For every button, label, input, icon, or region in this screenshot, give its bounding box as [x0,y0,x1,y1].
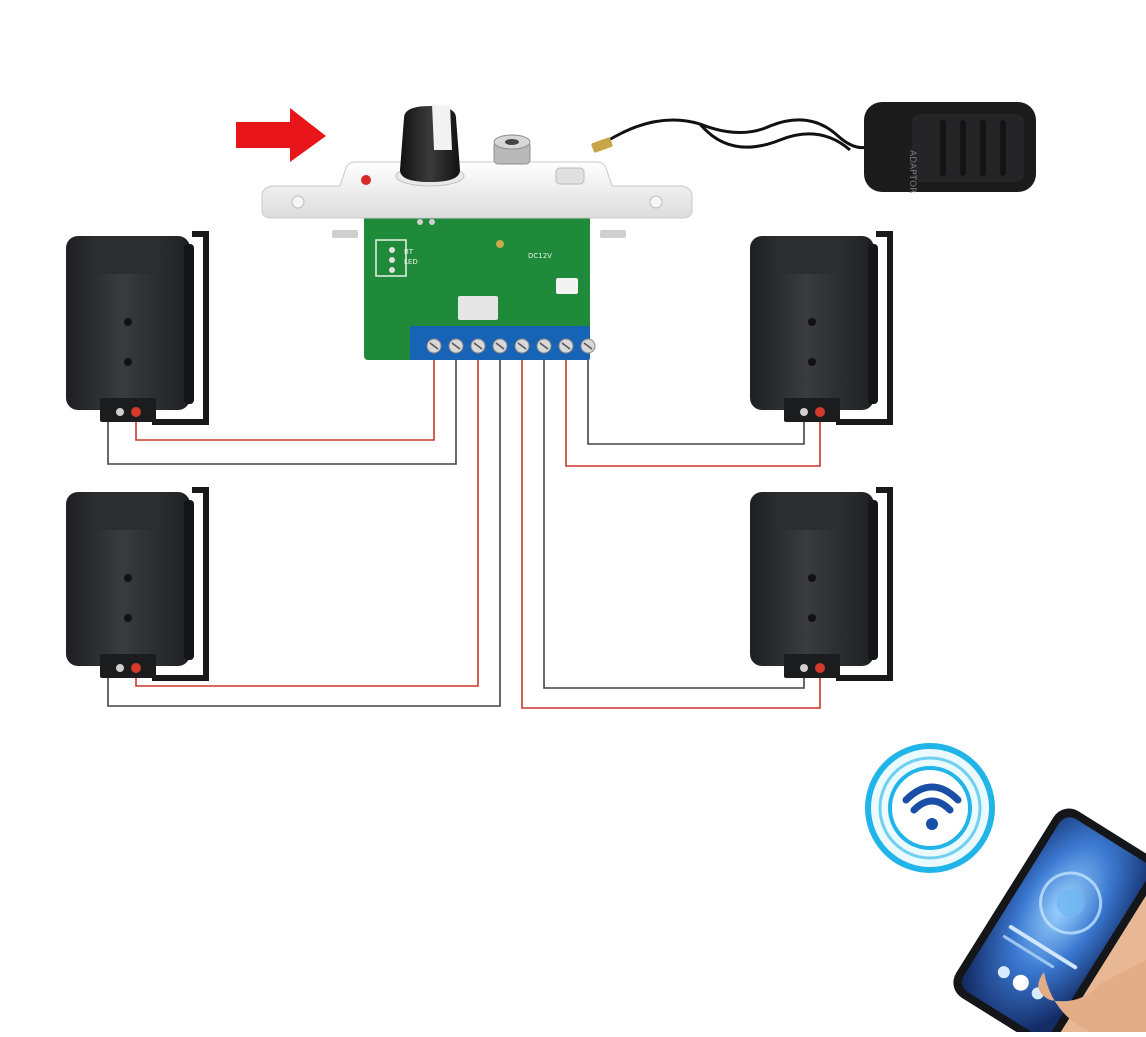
board-label-led: LED [404,258,418,266]
audio-input-jack [493,134,531,165]
power-adapter: ADAPTOR [591,102,1036,193]
adapter-brand-label: ADAPTOR [907,150,917,193]
speaker-3 [66,487,209,681]
speaker-4 [750,487,893,681]
speaker-wire [565,360,821,467]
speaker-1 [66,231,209,425]
speaker-wire [107,360,457,465]
volume-knob-icon [395,104,465,187]
speaker-wires [107,360,821,709]
speaker-wire [521,360,821,709]
wall-plate [261,161,693,219]
amplifier-module: BT LED DC12V [261,104,693,360]
speaker-terminal-block [410,326,596,360]
arrow-right-icon [236,108,326,162]
board-label-bt: BT [404,248,414,256]
speakers [66,231,893,681]
smartphone [953,808,1146,1037]
wifi-icon [865,743,995,873]
speaker-wire [135,360,435,441]
board-label-dc: DC12V [528,252,552,260]
amplifier-circuit-board [364,212,590,360]
speaker-wire [107,360,501,707]
speaker-wire [587,360,805,445]
speaker-2 [750,231,893,425]
